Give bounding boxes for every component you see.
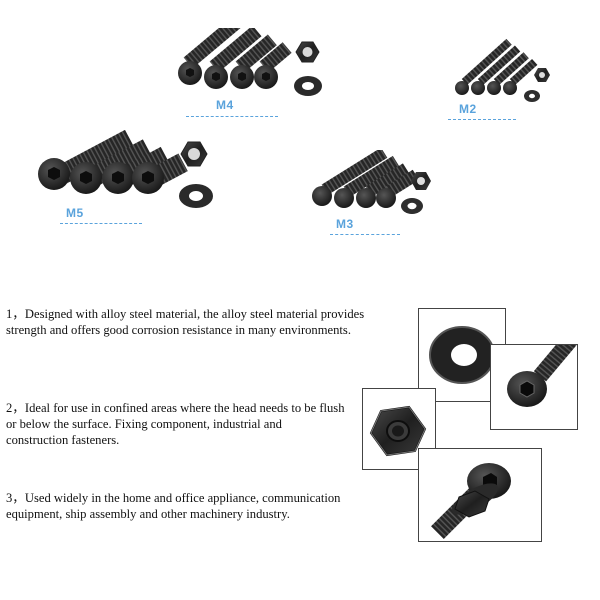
m5-fasteners-image [38,129,213,208]
feature-2-text: 2，Ideal for use in confined areas where … [6,401,345,447]
m3-dashed-underline [330,234,400,235]
m5-dashed-underline [60,223,142,224]
m2-fasteners-image [455,38,550,102]
m2-dashed-underline [448,119,516,120]
m3-size-label: M3 [336,217,354,231]
socket-screw-image [507,345,577,407]
screw-nut-assembly-photo [418,448,542,542]
kit-m2 [448,38,568,108]
m4-fasteners-image [178,11,322,96]
socket-screw-photo [490,344,578,430]
feature-1-text: 1，Designed with alloy steel material, th… [6,307,365,337]
feature-3-text: 3，Used widely in the home and office app… [6,491,341,521]
kit-m4 [170,11,330,118]
washer-image [429,326,495,384]
m4-dashed-underline [186,116,278,117]
screw-nut-assembly-image [431,463,511,539]
m3-fasteners-image [312,147,431,214]
kit-m5 [34,129,234,215]
m4-size-label: M4 [216,98,234,112]
m5-size-label: M5 [66,206,84,220]
kit-m3 [306,147,446,220]
m2-size-label: M2 [459,102,477,116]
hex-nut-image [369,405,427,457]
